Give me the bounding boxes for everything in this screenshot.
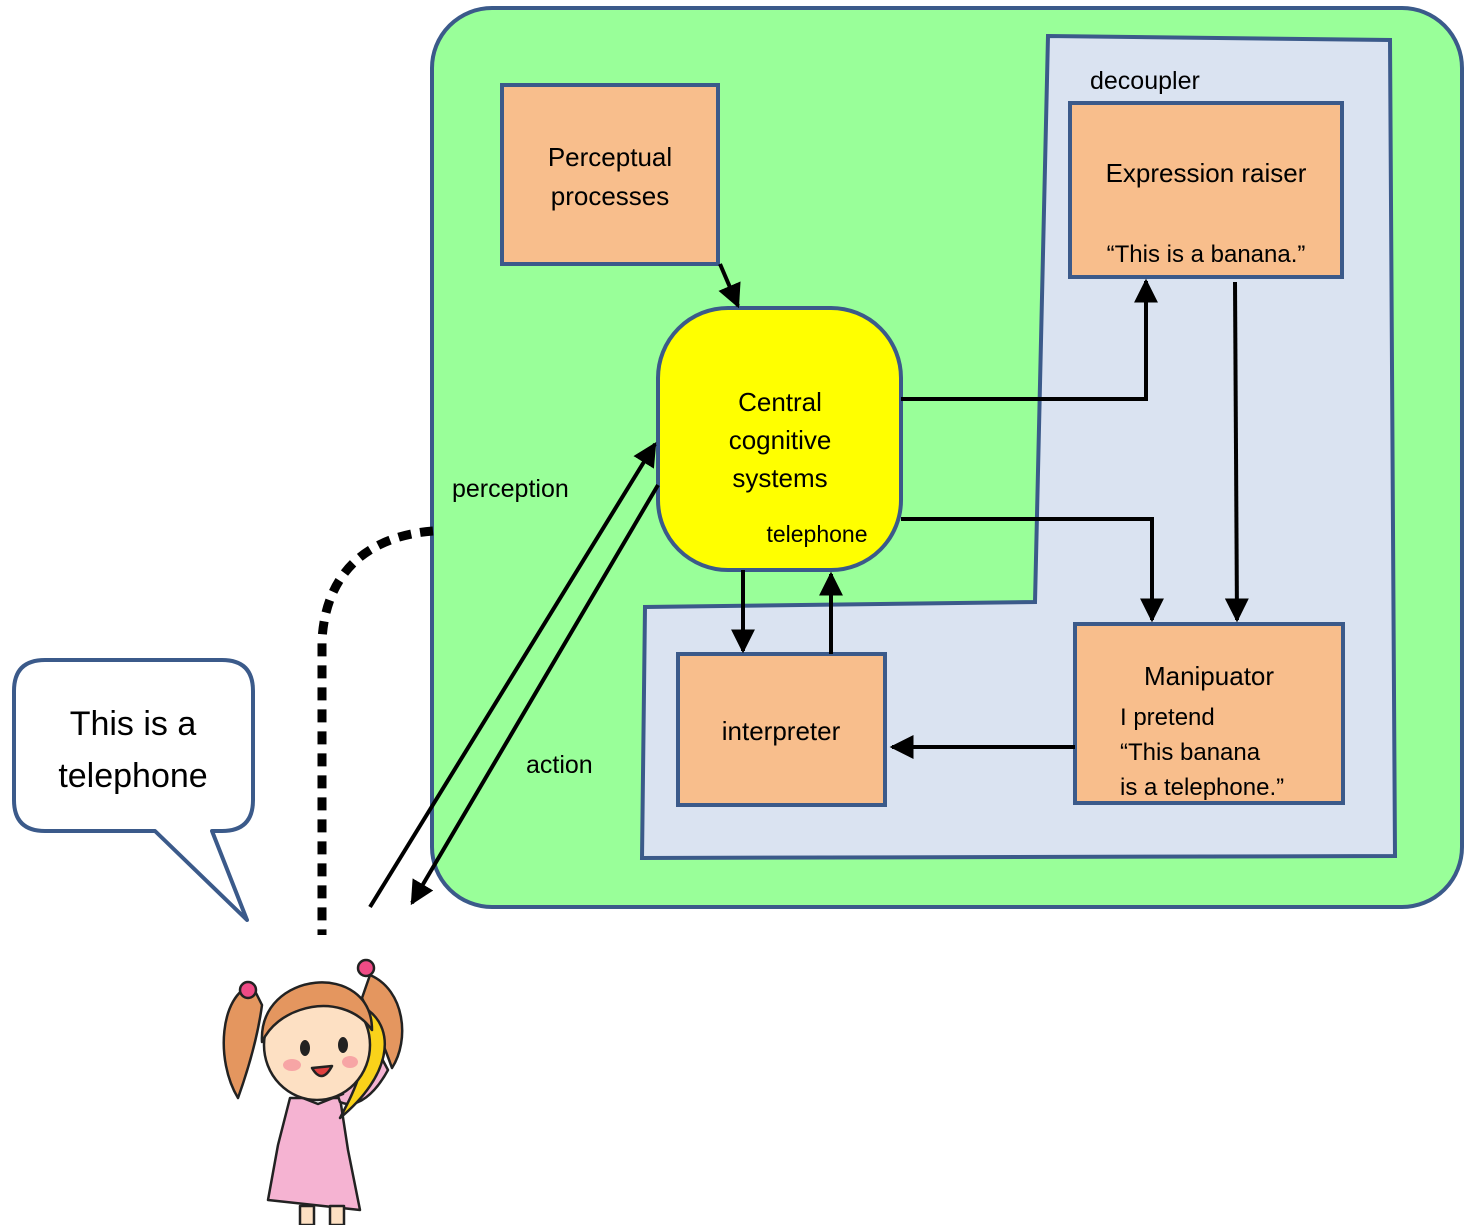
central-label-line3: systems bbox=[732, 463, 827, 493]
action-label: action bbox=[526, 751, 593, 779]
central-label-line1: Central bbox=[738, 387, 822, 417]
speech-bubble-line1: This is a bbox=[70, 705, 197, 743]
arrow-central-to-manipulator bbox=[901, 517, 1164, 623]
action-arrow bbox=[410, 483, 660, 906]
perception-arrow bbox=[368, 441, 657, 909]
central-sub-label: telephone bbox=[766, 521, 867, 547]
manipulator-title: Manipuator bbox=[1144, 661, 1274, 691]
perceptual-label-line1: Perceptual bbox=[548, 142, 672, 172]
arrow-expression-raiser-to-manipulator bbox=[1224, 281, 1249, 623]
arrow-perceptual-to-central bbox=[718, 263, 741, 309]
expression-raiser-title: Expression raiser bbox=[1106, 158, 1307, 188]
expression-raiser-quote: “This is a banana.” bbox=[1107, 241, 1306, 268]
central-cognitive-systems-box: Central cognitive systems telephone bbox=[656, 306, 903, 572]
manipulator-line2: “This banana bbox=[1120, 739, 1261, 766]
manipulator-box: Manipuator I pretend “This banana is a t… bbox=[1073, 622, 1345, 805]
thought-dotted-line bbox=[317, 526, 434, 935]
speech-bubble-line2: telephone bbox=[58, 757, 207, 795]
manipulator-line3: is a telephone.” bbox=[1120, 774, 1284, 801]
central-label-line2: cognitive bbox=[729, 425, 832, 455]
decoupler-label: decoupler bbox=[1090, 67, 1200, 95]
manipulator-line1: I pretend bbox=[1120, 704, 1215, 731]
interpreter-box: interpreter bbox=[676, 652, 887, 807]
perceptual-label-line2: processes bbox=[551, 181, 670, 211]
speech-bubble: This is a telephone bbox=[12, 658, 255, 922]
girl-holding-banana-icon bbox=[222, 958, 404, 1227]
expression-raiser-box: Expression raiser “This is a banana.” bbox=[1068, 101, 1344, 279]
perception-label: perception bbox=[452, 475, 569, 503]
interpreter-label: interpreter bbox=[722, 716, 841, 746]
arrow-central-to-expression-raiser bbox=[901, 278, 1158, 401]
perceptual-processes-box: Perceptual processes bbox=[500, 83, 720, 266]
